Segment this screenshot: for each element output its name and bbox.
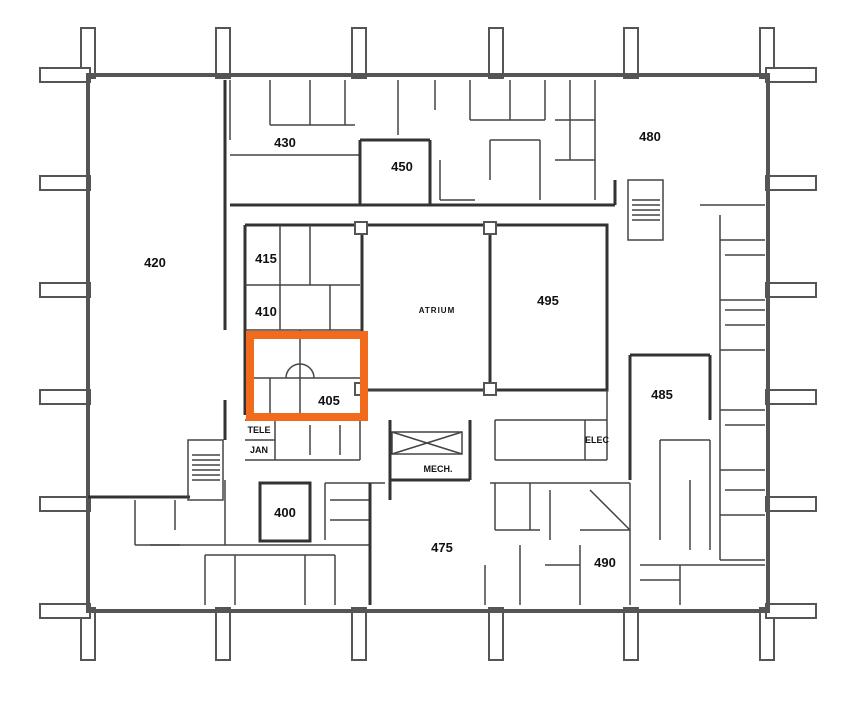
room-label-415: 415: [255, 251, 277, 266]
perimeter-columns: [39, 27, 817, 661]
mech-label: MECH.: [424, 464, 453, 474]
room-label-490: 490: [594, 555, 616, 570]
highlight-room-405[interactable]: [246, 331, 368, 421]
room-label-495: 495: [537, 293, 559, 308]
room-label-430: 430: [274, 135, 296, 150]
room-label-450: 450: [391, 159, 413, 174]
jan-label: JAN: [250, 445, 268, 455]
room-label-400: 400: [274, 505, 296, 520]
room-labels: 420 430 450 480 415 410 405 495 485 400 …: [144, 129, 673, 570]
atrium-columns: [354, 221, 497, 396]
room-label-475: 475: [431, 540, 453, 555]
building-outline: [86, 73, 770, 613]
tele-label: TELE: [247, 425, 270, 435]
atrium-label: ATRIUM: [419, 306, 456, 315]
room-label-420: 420: [144, 255, 166, 270]
room-label-485: 485: [651, 387, 673, 402]
elec-label: ELEC: [585, 435, 610, 445]
room-label-480: 480: [639, 129, 661, 144]
room-label-410: 410: [255, 304, 277, 319]
room-label-405: 405: [318, 393, 340, 408]
walls: [88, 80, 765, 605]
